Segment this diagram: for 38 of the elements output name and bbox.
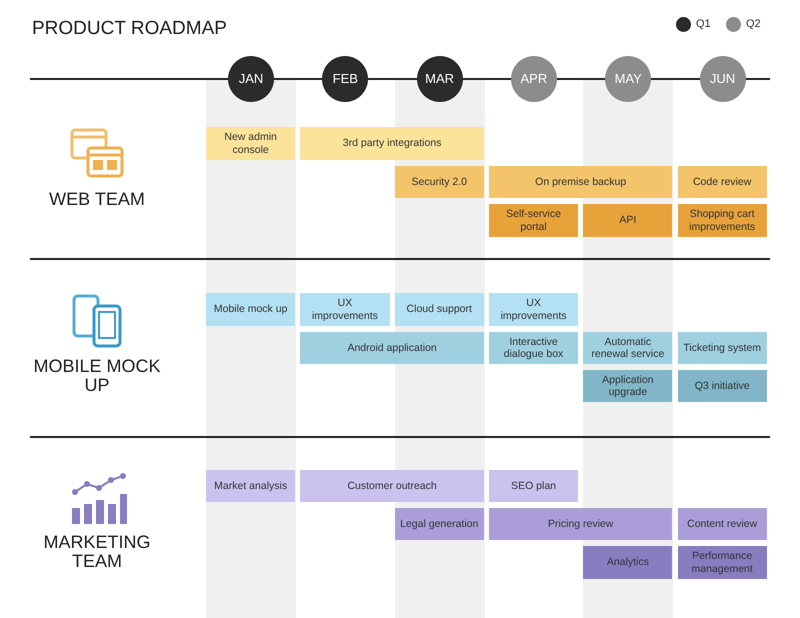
task-bar: Interactive dialogue box — [488, 332, 578, 364]
month-circle: MAR — [416, 56, 463, 102]
month-circle: APR — [510, 56, 557, 102]
task-bar: Performance management — [678, 546, 767, 579]
task-bar: Q3 initiative — [678, 370, 767, 402]
task-bar: Customer outreach — [300, 470, 484, 502]
team-label: WEB TEAM — [48, 190, 146, 209]
task-bar: Android application — [300, 332, 484, 364]
month-circle: MAY — [605, 56, 652, 102]
task-bar: Ticketing system — [678, 332, 767, 364]
task-bar: UX improvements — [300, 293, 390, 326]
task-bar: 3rd party integrations — [300, 127, 484, 160]
legend-text: Q1 — [696, 18, 711, 30]
legend-text: Q2 — [746, 18, 761, 30]
task-bar: SEO plan — [488, 470, 578, 502]
task-bar: Mobile mock up — [206, 293, 296, 326]
month-circle: JUN — [700, 56, 746, 102]
month-circle: JAN — [228, 56, 274, 102]
task-bar: Analytics — [583, 546, 672, 579]
task-bar: Automatic renewal service — [583, 332, 672, 364]
task-bar: API — [583, 204, 672, 237]
task-bar: Self-service portal — [488, 204, 578, 237]
task-bar: On premise backup — [488, 166, 672, 198]
task-bar: New admin console — [206, 127, 296, 160]
task-bar: Cloud support — [394, 293, 484, 326]
task-bar: Code review — [678, 166, 767, 198]
task-bar: UX improvements — [488, 293, 578, 326]
team-label: MOBILE MOCK UP — [32, 357, 162, 395]
task-bar: Legal generation — [394, 508, 484, 540]
task-bar: Security 2.0 — [394, 166, 484, 198]
month-circle: FEB — [322, 56, 368, 102]
task-bar: Market analysis — [206, 470, 296, 502]
task-bar: Application upgrade — [583, 370, 672, 402]
task-bar: Shopping cart improvements — [678, 204, 767, 237]
task-bar: Content review — [678, 508, 767, 540]
task-bar: Pricing review — [488, 508, 672, 540]
title: PRODUCT ROADMAP — [32, 18, 227, 40]
team-label: MARKETING TEAM — [42, 533, 152, 571]
